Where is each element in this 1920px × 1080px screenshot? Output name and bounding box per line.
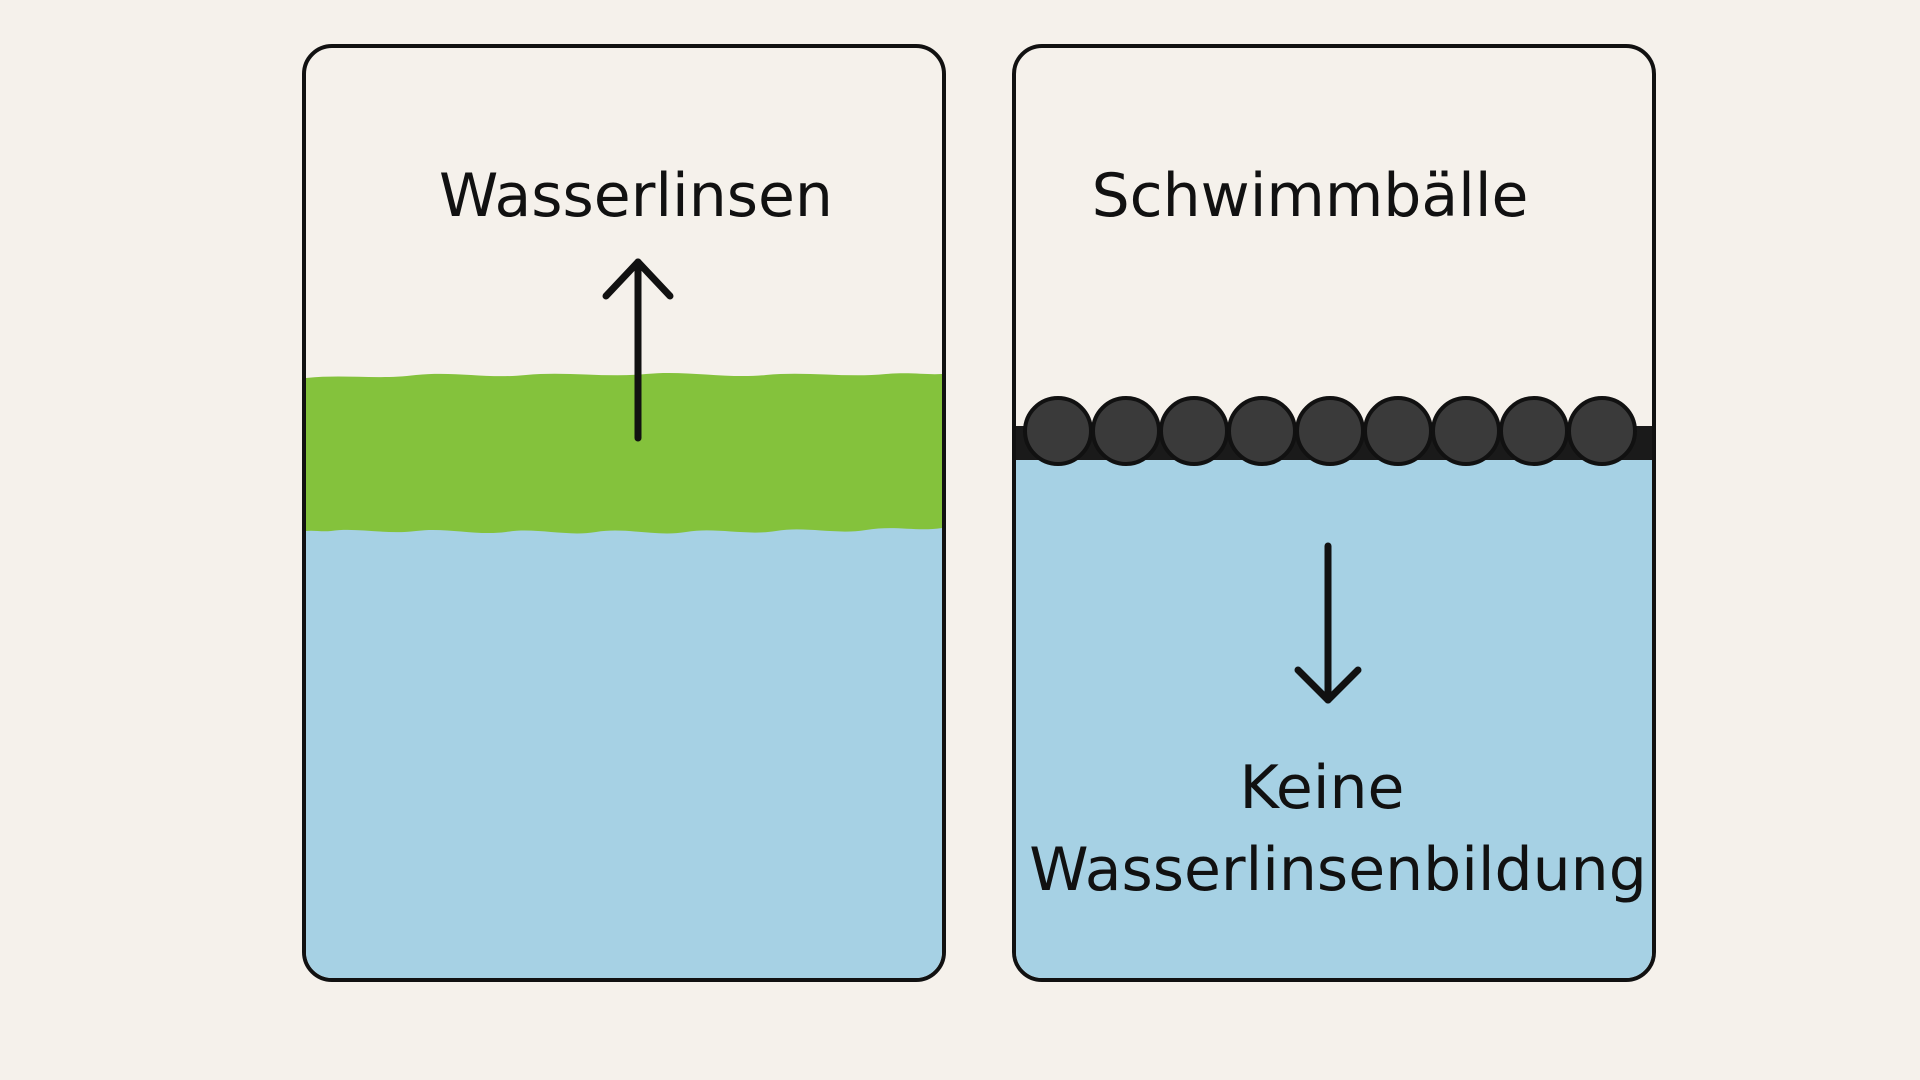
floating-ball xyxy=(1567,396,1637,466)
floating-balls-title: Schwimmbälle xyxy=(1091,161,1529,231)
panel-floating-balls: Schwimmbälle Keine Wasserlinsenbildung xyxy=(1012,44,1656,982)
duckweed-layer xyxy=(306,372,942,534)
panel-floating-balls-illustration xyxy=(1016,396,1652,978)
floating-ball xyxy=(1295,396,1365,466)
floating-balls-row xyxy=(1023,396,1637,466)
floating-ball xyxy=(1091,396,1161,466)
floating-ball xyxy=(1363,396,1433,466)
arrow-up-icon xyxy=(602,258,674,442)
arrow-down-icon xyxy=(1294,542,1362,704)
panel-duckweed-illustration xyxy=(306,258,942,978)
caption-line-2: Wasserlinsenbildung xyxy=(1029,835,1647,905)
duckweed-title: Wasserlinsen xyxy=(439,161,833,231)
water-body xyxy=(1016,460,1652,978)
floating-ball xyxy=(1431,396,1501,466)
caption-line-1: Keine xyxy=(1239,753,1405,823)
floating-ball xyxy=(1227,396,1297,466)
floating-ball xyxy=(1159,396,1229,466)
panel-duckweed: Wasserlinsen xyxy=(302,44,946,982)
water-body xyxy=(306,518,942,978)
floating-ball xyxy=(1023,396,1093,466)
floating-ball xyxy=(1499,396,1569,466)
